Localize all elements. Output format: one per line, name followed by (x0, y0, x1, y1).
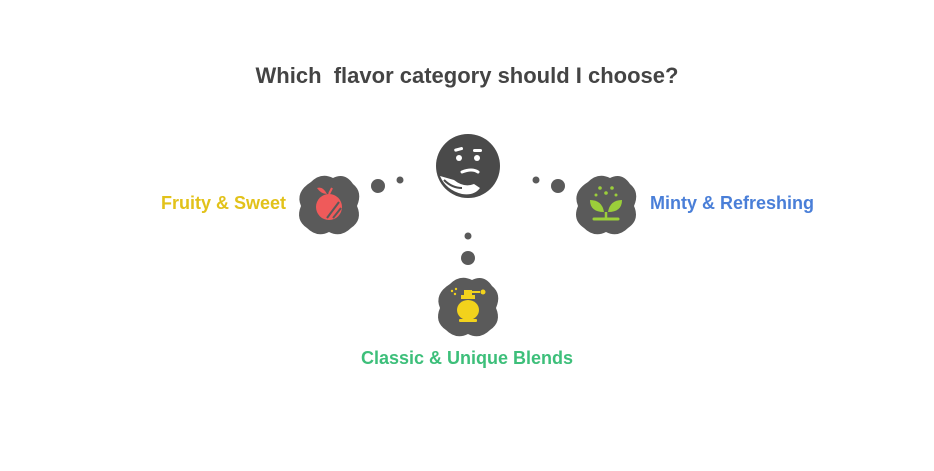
thinking-face-icon (436, 134, 500, 198)
fruity-sweet-node (299, 175, 360, 235)
connector-right (532, 176, 565, 193)
orange-fruit-icon (316, 187, 342, 220)
connector-bottom (461, 232, 475, 265)
perfume-bottle-icon (450, 287, 486, 322)
cloud-shape (576, 175, 637, 235)
option-label-fruity-sweet: Fruity & Sweet (160, 193, 286, 213)
option-label-classic-unique: Classic & Unique Blends (360, 348, 574, 368)
diagram-title: Which flavor category should I choose? (255, 63, 679, 88)
minty-refreshing-node (576, 175, 637, 235)
sprout-leaves-icon (590, 186, 622, 221)
option-label-minty-refreshing: Minty & Refreshing (650, 193, 815, 213)
classic-unique-node (438, 277, 499, 337)
connector-left (371, 176, 404, 193)
